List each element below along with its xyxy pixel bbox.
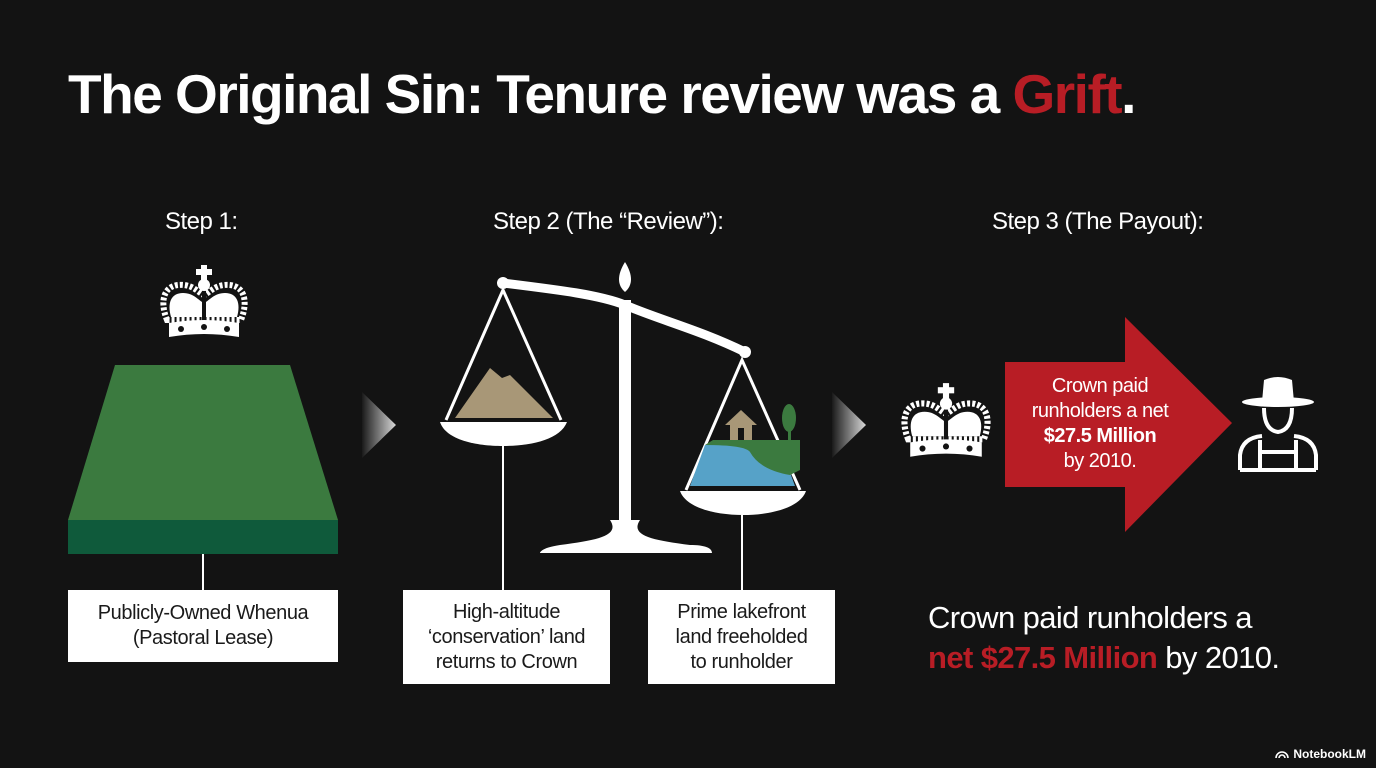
arrow-line: by 2010.	[1063, 450, 1137, 472]
step1-caption-box: Publicly-Owned Whenua (Pastoral Lease)	[68, 590, 338, 662]
crown-icon	[904, 383, 987, 457]
caption-line: High-altitude	[452, 600, 561, 623]
chevron-right-icon	[362, 392, 396, 458]
caption-line: Publicly-Owned Whenua	[97, 602, 309, 624]
arrow-line: Crown paid	[1051, 375, 1149, 397]
branding-text: NotebookLM	[1293, 747, 1366, 761]
caption-line: ‘conservation’ land	[427, 625, 586, 648]
payout-arrow	[1005, 317, 1232, 532]
crown-icon	[163, 265, 244, 337]
step2-label: Step 2 (The “Review”):	[493, 208, 724, 235]
scales-icon	[440, 262, 806, 590]
land-base	[68, 520, 338, 554]
farmer-icon	[1238, 377, 1318, 472]
conservation-caption-box: High-altitude ‘conservation’ land return…	[403, 590, 610, 684]
notebooklm-icon	[1275, 751, 1290, 759]
notebooklm-logo: NotebookLM	[1275, 747, 1366, 761]
summary-text: Crown paid runholders a net $27.5 Millio…	[928, 598, 1280, 678]
title-end: .	[1121, 63, 1136, 125]
caption-line: land freeholded	[675, 625, 808, 648]
summary-end: by 2010.	[1157, 640, 1280, 675]
arrow-amount: $27.5 Million	[1043, 425, 1157, 447]
summary-highlight: net $27.5 Million	[928, 640, 1158, 675]
caption-line: Prime lakefront	[677, 600, 806, 623]
caption-line: returns to Crown	[435, 650, 578, 673]
mountain-icon	[455, 368, 553, 418]
payout-arrow-text: Crown paid runholders a net $27.5 Millio…	[1005, 374, 1195, 474]
step3-label: Step 3 (The Payout):	[992, 208, 1204, 235]
land-shape	[68, 365, 338, 520]
title-highlight: Grift	[1012, 63, 1123, 125]
caption-line: to runholder	[690, 650, 793, 673]
lakefront-caption-box: Prime lakefront land freeholded to runho…	[648, 590, 835, 684]
house-icon	[725, 410, 757, 440]
step1-label: Step 1:	[165, 208, 238, 235]
arrow-line: runholders a net	[1031, 400, 1169, 422]
caption-line: (Pastoral Lease)	[132, 627, 274, 649]
chevron-right-icon	[832, 392, 866, 458]
title-text: The Original Sin: Tenure review was a	[68, 63, 1013, 125]
slide-title: The Original Sin: Tenure review was a Gr…	[68, 62, 1136, 126]
summary-line1: Crown paid runholders a	[928, 600, 1253, 635]
tree-icon	[782, 404, 796, 432]
